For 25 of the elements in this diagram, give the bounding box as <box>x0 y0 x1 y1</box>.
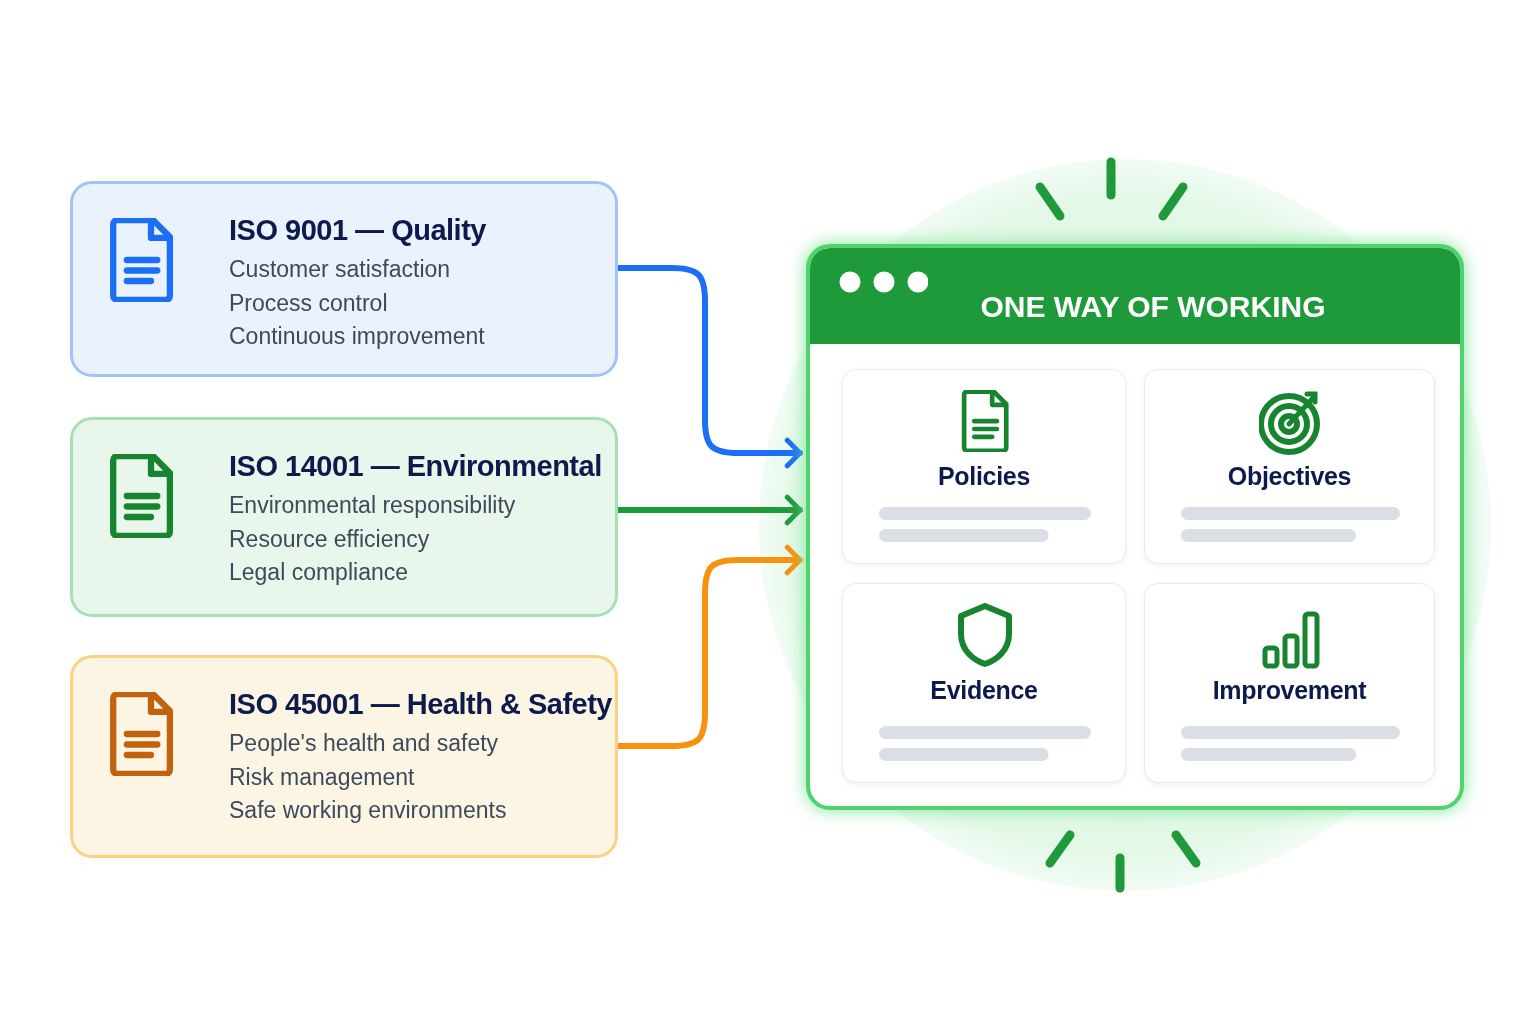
feature-card <box>1144 583 1435 783</box>
window-title: ONE WAY OF WORKING <box>979 290 1327 324</box>
benefit-text: Process control <box>229 289 388 317</box>
benefit-text: Risk management <box>229 763 415 791</box>
benefit-text: Resource efficiency <box>229 525 430 553</box>
feature-card <box>842 583 1126 783</box>
card-title: ISO 45001 — Health & Safety <box>229 688 612 721</box>
feature-card <box>842 369 1126 564</box>
feature-title: Policies <box>936 462 1032 491</box>
standard-card <box>70 417 618 617</box>
benefit-text: Environmental responsibility <box>229 492 516 519</box>
feature-title: Evidence <box>929 676 1039 705</box>
feature-title: Improvement <box>1211 676 1368 705</box>
benefit-text: Continuous improvement <box>229 323 485 350</box>
benefit-text: Legal compliance <box>229 559 408 586</box>
benefit-text: People's health and safety <box>229 730 499 757</box>
benefit-text: Customer satisfaction <box>229 256 451 283</box>
feature-card <box>1144 369 1435 564</box>
benefit-text: Safe working environments <box>229 797 507 824</box>
card-title: ISO 14001 — Environmental <box>229 450 602 483</box>
standard-card <box>70 181 618 377</box>
card-title: ISO 9001 — Quality <box>229 214 486 247</box>
standard-card <box>70 655 618 858</box>
app-window <box>806 244 1464 810</box>
feature-title: Objectives <box>1226 462 1353 491</box>
